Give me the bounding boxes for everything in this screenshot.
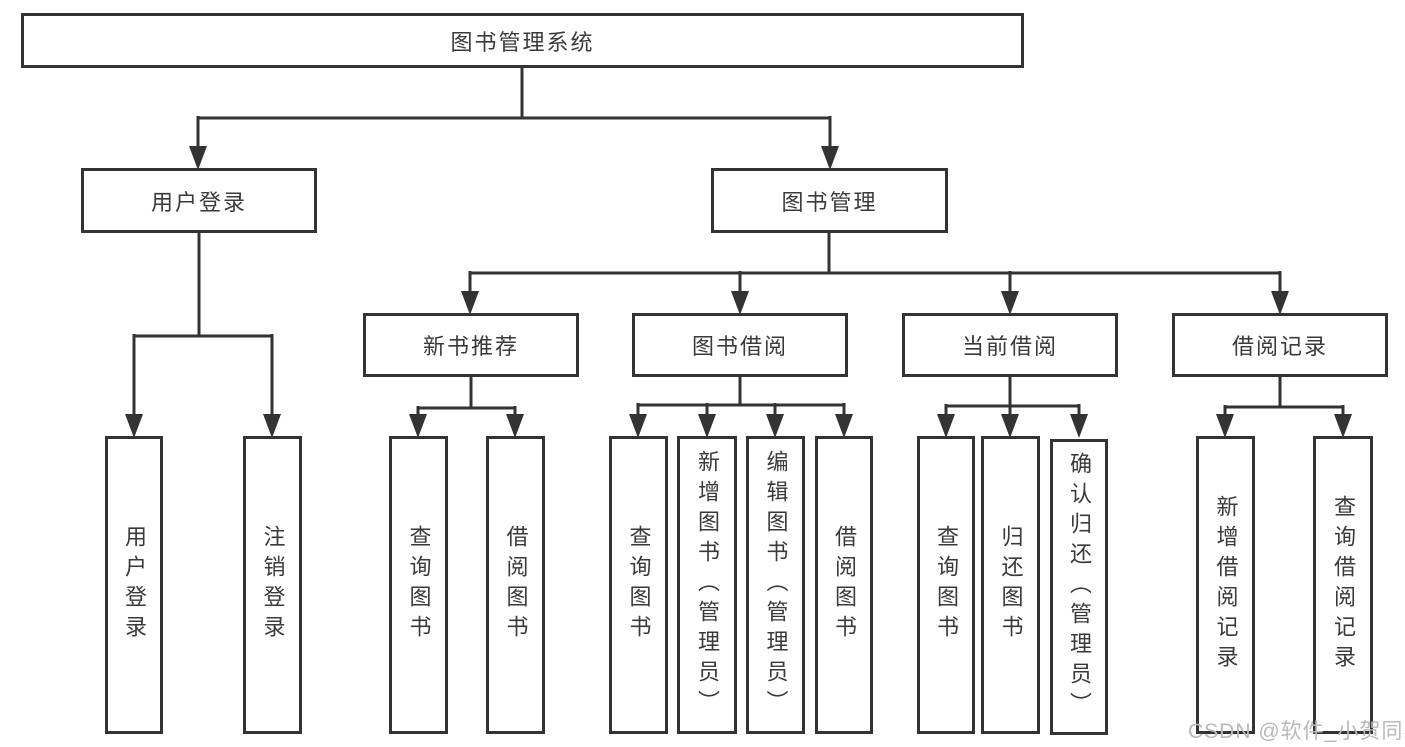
leaf-return-book-label: 归还图书 — [998, 525, 1024, 645]
leaf-user-login-label: 用户登录 — [122, 525, 147, 645]
leaf-logout-label: 注销登录 — [260, 525, 286, 645]
leaf-borrow-books-recommendation: 借阅图书 — [486, 436, 545, 734]
node-book-borrowing-label: 图书借阅 — [691, 334, 788, 359]
leaf-confirm-return-admin-label: 确认归还（管理员） — [1067, 452, 1092, 722]
node-book-management-label: 图书管理 — [781, 189, 878, 215]
leaf-add-borrow-record: 新增借阅记录 — [1196, 436, 1255, 734]
node-new-book-recommendation-label: 新书推荐 — [422, 334, 519, 359]
node-book-management: 图书管理 — [711, 168, 948, 233]
node-user-login: 用户登录 — [81, 168, 317, 233]
watermark: CSDN @软件_小贺同学 — [1188, 720, 1405, 743]
leaf-query-books-borrowing: 查询图书 — [609, 436, 668, 734]
leaf-query-borrow-record: 查询借阅记录 — [1313, 436, 1373, 734]
node-user-login-label: 用户登录 — [150, 189, 247, 215]
node-borrowing-record-label: 借阅记录 — [1231, 334, 1328, 359]
leaf-return-book: 归还图书 — [981, 436, 1040, 734]
leaf-user-login: 用户登录 — [105, 436, 163, 734]
leaf-query-books-recommendation-label: 查询图书 — [406, 525, 432, 645]
node-current-borrowing: 当前借阅 — [902, 313, 1118, 377]
leaf-query-books-recommendation: 查询图书 — [389, 436, 448, 734]
node-root: 图书管理系统 — [21, 13, 1024, 68]
leaf-borrow-books: 借阅图书 — [815, 436, 873, 734]
leaf-add-book-admin: 新增图书（管理员） — [677, 436, 737, 734]
leaf-confirm-return-admin: 确认归还（管理员） — [1050, 439, 1108, 735]
node-borrowing-record: 借阅记录 — [1172, 313, 1388, 377]
leaf-edit-book-admin-label: 编辑图书（管理员） — [763, 450, 789, 720]
leaf-edit-book-admin: 编辑图书（管理员） — [746, 436, 805, 734]
arrowheads — [125, 146, 1352, 438]
node-book-borrowing: 图书借阅 — [632, 313, 848, 377]
leaf-query-borrow-record-label: 查询借阅记录 — [1331, 495, 1356, 675]
leaf-query-books-current-label: 查询图书 — [934, 525, 959, 645]
leaf-borrow-books-label: 借阅图书 — [832, 525, 857, 645]
leaf-logout: 注销登录 — [243, 436, 302, 734]
leaf-borrow-books-recommendation-label: 借阅图书 — [503, 525, 529, 645]
node-root-label: 图书管理系统 — [450, 29, 595, 55]
leaf-query-books-current: 查询图书 — [917, 436, 975, 734]
leaf-query-books-borrowing-label: 查询图书 — [626, 525, 652, 645]
leaf-add-borrow-record-label: 新增借阅记录 — [1213, 495, 1239, 675]
node-new-book-recommendation: 新书推荐 — [363, 313, 579, 377]
leaf-add-book-admin-label: 新增图书（管理员） — [695, 450, 720, 720]
node-current-borrowing-label: 当前借阅 — [961, 334, 1058, 359]
